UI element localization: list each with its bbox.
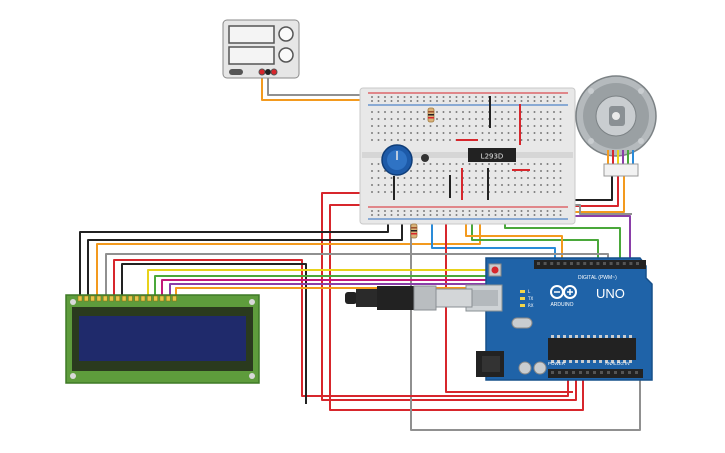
led-label: L [528, 289, 531, 294]
arduino-power-label: POWER [548, 361, 566, 366]
lcd-pin [109, 295, 114, 302]
led-tx [520, 297, 525, 300]
lcd-pin [172, 295, 177, 302]
lcd-pin [77, 295, 83, 302]
wire-black-3 [121, 263, 307, 404]
wire-red-4 [113, 259, 569, 397]
breadboard-jumpers [393, 96, 530, 200]
power-supply-icon [222, 19, 300, 79]
wire-black-1 [79, 195, 389, 298]
arduino-board-icon: ARDUINO UNO DIGITAL (PWM~) POWER ANALOG … [465, 257, 653, 381]
lcd-pin [102, 295, 108, 302]
lcd-pin [134, 295, 139, 302]
led-label: RX [528, 303, 534, 308]
lcd-pin [96, 295, 102, 302]
lcd-pin [128, 295, 133, 302]
lcd-pin [159, 295, 165, 302]
led-l [520, 290, 525, 293]
lcd-pin [121, 295, 127, 302]
lcd-pin [84, 295, 89, 302]
usb-cable-icon [345, 285, 473, 311]
wire-red-1 [321, 192, 577, 401]
resistor-2-icon [410, 223, 418, 239]
led-label: TX [527, 296, 533, 301]
wire-gray-1 [410, 200, 641, 431]
driver-chip-label: L293D [481, 153, 504, 161]
arduino-brand: ARDUINO [550, 302, 573, 308]
resistor-icon [427, 107, 435, 123]
pushbutton [421, 154, 429, 162]
stepper-motor-icon [575, 75, 657, 177]
lcd-pin [153, 295, 158, 302]
potentiometer-icon [381, 144, 413, 176]
arduino-analog-label: ANALOG IN [605, 361, 630, 366]
dc-jack-icon [476, 351, 504, 377]
lcd-pin [147, 295, 152, 302]
wire-orange-1 [96, 210, 481, 298]
wire-red-2 [329, 204, 584, 411]
wire-black-2 [87, 195, 403, 298]
wire-supply-orange [261, 75, 367, 101]
arduino-board-name: UNO [596, 286, 625, 301]
wire-supply-gray [267, 75, 373, 100]
lcd-pin [140, 295, 146, 302]
lcd-pin [165, 295, 171, 302]
arduino-logo [550, 285, 577, 299]
led-rx [520, 304, 525, 307]
arduino-digital-label: DIGITAL (PWM~) [578, 275, 617, 281]
lcd-pin [115, 295, 121, 302]
driver-chip: L293D [468, 148, 516, 162]
lcd-pin [90, 295, 95, 302]
lcd-icon [65, 294, 260, 384]
